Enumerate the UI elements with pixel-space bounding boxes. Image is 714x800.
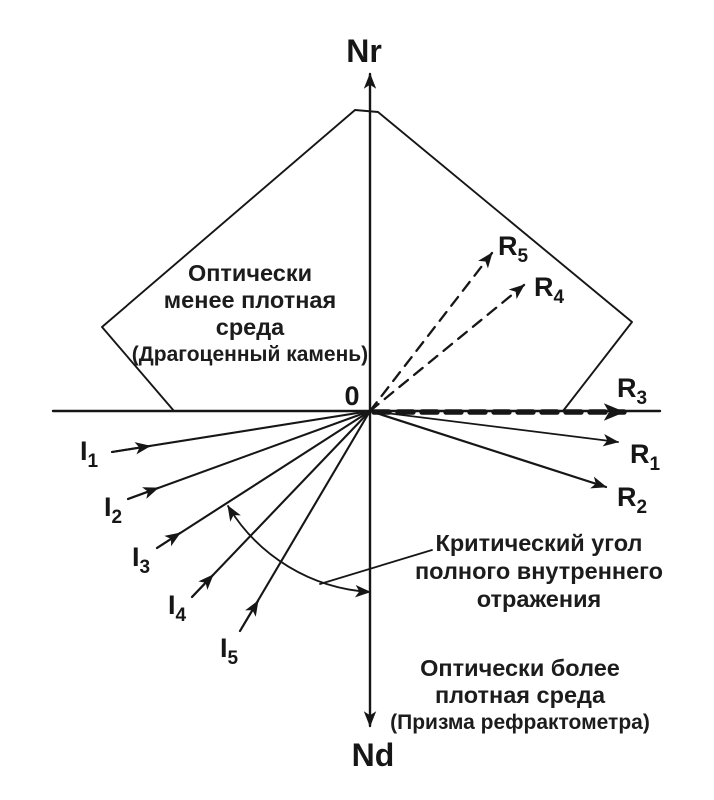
- ray-label-r3: R3: [617, 373, 647, 409]
- ray-label-r4-sub: 4: [554, 287, 565, 308]
- ray-label-r5-main: R: [498, 231, 518, 261]
- caption-lower-line2: плотная среда: [435, 682, 606, 708]
- caption-upper-subtitle: (Драгоценный камень): [132, 343, 368, 366]
- gem-outline: [101, 109, 633, 412]
- ray-label-i5-main: I: [220, 633, 228, 663]
- incident-ray-i2-arrow: [126, 486, 160, 501]
- ray-label-r5: R5: [498, 231, 529, 267]
- incident-ray-i2: [126, 409, 372, 501]
- ray-label-i4: I4: [168, 590, 187, 626]
- reflected-ray-r1: [369, 410, 619, 447]
- refracted-ray-r4: [368, 283, 526, 413]
- ray-label-r3-main: R: [617, 373, 637, 403]
- caption-upper-line1: Оптически: [188, 260, 312, 286]
- ray-label-i3-main: I: [132, 542, 140, 572]
- caption-lower-subtitle: (Призма рефрактометра): [390, 711, 650, 734]
- caption-critical-line3: отражения: [477, 586, 601, 612]
- ray-label-i1-sub: 1: [88, 451, 99, 472]
- caption-upper-medium: Оптически менее плотная среда (Драгоценн…: [132, 260, 368, 366]
- incident-ray-i1: [110, 409, 372, 454]
- ray-label-r1-sub: 1: [650, 454, 661, 475]
- refracted-ray-r5: [368, 251, 494, 413]
- ray-label-r2: R2: [617, 482, 647, 518]
- caption-critical-line1: Критический угол: [435, 530, 642, 556]
- ray-label-r2-sub: 2: [637, 497, 648, 518]
- incident-ray-i4-arrow: [190, 573, 215, 599]
- ray-label-r4-main: R: [534, 272, 554, 302]
- ray-label-i2-sub: 2: [112, 507, 123, 528]
- caption-upper-line3: среда: [216, 314, 285, 340]
- ray-label-i1-main: I: [80, 436, 88, 466]
- ray-label-r4: R4: [534, 272, 565, 308]
- incident-ray-i3: [155, 409, 372, 550]
- ray-label-i5: I5: [220, 633, 239, 669]
- refracted-rays: [368, 251, 627, 421]
- caption-lower-line1: Оптически более: [420, 655, 620, 681]
- ray-label-i2-main: I: [104, 492, 112, 522]
- caption-critical-angle: Критический угол полного внутреннего отр…: [415, 530, 663, 612]
- axis-label-nd: Nd: [352, 737, 395, 773]
- ray-label-i1: I1: [80, 436, 99, 472]
- incident-ray-i4: [190, 409, 372, 599]
- ray-label-i3-sub: 3: [140, 557, 151, 578]
- incident-ray-i3-arrow: [155, 531, 182, 550]
- caption-critical-line2: полного внутреннего: [415, 558, 663, 584]
- ray-label-r5-sub: 5: [518, 246, 529, 267]
- reflected-ray-r2: [368, 409, 608, 489]
- incident-rays: [110, 409, 372, 633]
- ray-label-r3-sub: 3: [637, 388, 648, 409]
- incident-ray-i5-arrow: [238, 599, 260, 633]
- leader-line: [319, 549, 433, 585]
- ray-label-i3: I3: [132, 542, 150, 578]
- ray-label-i4-main: I: [168, 590, 176, 620]
- ray-label-r1-main: R: [630, 439, 650, 469]
- axis-label-nr: Nr: [346, 33, 382, 69]
- ray-label-r2-main: R: [617, 482, 637, 512]
- caption-lower-medium: Оптически более плотная среда (Призма ре…: [390, 655, 650, 734]
- incident-ray-i1-arrow: [110, 442, 152, 455]
- ray-label-i2: I2: [104, 492, 122, 528]
- critical-angle-arc: [227, 505, 371, 598]
- ray-label-i4-sub: 4: [176, 605, 187, 626]
- reflected-rays: [368, 409, 619, 489]
- incident-ray-i5: [238, 409, 372, 633]
- ray-label-r1: R1: [630, 439, 661, 475]
- caption-upper-line2: менее плотная: [164, 287, 336, 313]
- ray-label-i5-sub: 5: [228, 648, 239, 669]
- origin-label: 0: [344, 381, 359, 411]
